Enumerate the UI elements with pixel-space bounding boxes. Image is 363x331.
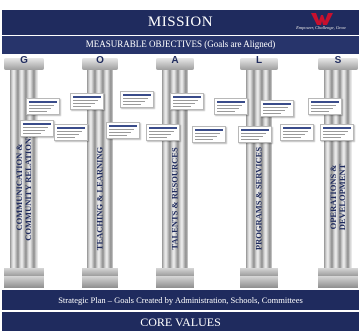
objective-card [120, 91, 154, 108]
objective-card [308, 98, 342, 115]
pillar-letter: O [96, 55, 104, 66]
objectives-banner: MEASURABLE OBJECTIVES (Goals are Aligned… [2, 36, 359, 54]
objective-card [20, 120, 54, 137]
strategic-plan-text: Strategic Plan – Goals Created by Admini… [58, 295, 303, 305]
pillar-operations: S OPERATIONS & DEVELOPMENT [318, 54, 358, 294]
objective-card [192, 126, 226, 143]
pillar-base [82, 268, 118, 278]
objective-card [260, 100, 294, 117]
strategic-plan-banner: Strategic Plan – Goals Created by Admini… [2, 290, 359, 310]
pillar-label: COMMUNICATION & COMMUNITY RELATIONS [14, 133, 33, 241]
pillar-plinth [4, 276, 44, 288]
objective-card [238, 126, 272, 143]
pillar-letter: A [171, 55, 179, 66]
objective-card [214, 98, 248, 115]
core-values-banner: CORE VALUES [2, 312, 359, 331]
district-logo: Empower, Challenge, Grow [291, 12, 351, 33]
pillar-base [4, 268, 44, 278]
pillar-plinth [82, 276, 118, 288]
objective-card [320, 124, 354, 141]
pillar-letter: L [255, 55, 263, 66]
pillar-capital: O [82, 55, 118, 70]
logo-tagline: Empower, Challenge, Grow [296, 25, 346, 30]
objective-card [54, 124, 88, 141]
objective-card [70, 93, 104, 110]
pillar-plinth [156, 276, 194, 288]
objective-card [170, 93, 204, 110]
pillar-letter: S [334, 55, 342, 66]
pillar-label: TALENTS & RESOURCES [169, 147, 180, 250]
objective-card [146, 124, 180, 141]
pillar-talents: A TALENTS & RESOURCES [156, 54, 194, 294]
pillar-base [240, 268, 278, 278]
pillar-capital: S [318, 55, 358, 70]
pillar-plinth [318, 276, 358, 288]
mission-title: MISSION [147, 14, 214, 30]
pillar-plinth [240, 276, 278, 288]
objective-card [280, 124, 314, 141]
pillar-capital: G [4, 55, 44, 70]
w-logo-icon [311, 13, 333, 25]
objectives-label: MEASURABLE OBJECTIVES (Goals are Aligned… [85, 39, 276, 49]
core-values-title: CORE VALUES [140, 315, 221, 329]
objective-card [26, 98, 60, 115]
pillar-base [318, 268, 358, 278]
pillar-communication: G COMMUNICATION & COMMUNITY RELATIONS [4, 54, 44, 294]
pillar-capital: L [240, 55, 278, 70]
objective-card [106, 122, 140, 139]
pillar-label: TEACHING & LEARNING [94, 146, 105, 251]
pillar-capital: A [156, 55, 194, 70]
pillar-programs: L PROGRAMS & SERVICES [240, 54, 278, 294]
pillar-label: PROGRAMS & SERVICES [253, 146, 264, 251]
pillar-teaching: O TEACHING & LEARNING [82, 54, 118, 294]
pillar-base [156, 268, 194, 278]
mission-banner: MISSION Empower, Challenge, Grow [2, 10, 359, 35]
pillar-letter: G [20, 55, 28, 66]
pillar-label: OPERATIONS & DEVELOPMENT [328, 163, 347, 231]
